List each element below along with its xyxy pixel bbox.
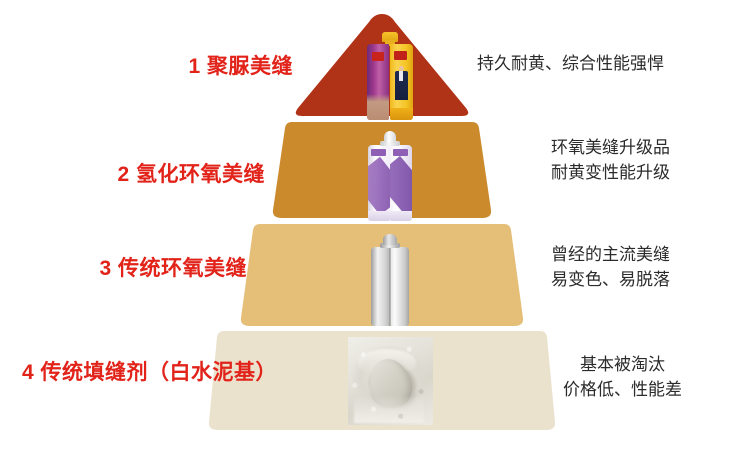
dual-cartridge-hydrogenated-epoxy-icon <box>366 131 414 221</box>
cartridge-nozzle <box>384 131 396 143</box>
cartridge-tube-gold <box>390 44 413 120</box>
dual-cartridge-polyurea-icon <box>360 32 420 120</box>
pyramid-tier-3-label: 3 传统环氧美缝 <box>99 257 247 280</box>
person-head <box>399 66 404 71</box>
pyramid-tier-1-label: 1 聚脲美缝 <box>188 55 293 78</box>
cartridge-tube-left <box>368 145 390 221</box>
cartridge-barrel-right <box>390 247 409 326</box>
pyramid-tier-4-description: 基本被淘汰 价格低、性能差 <box>563 353 682 402</box>
description-line: 基本被淘汰 <box>580 355 665 374</box>
cartridge-foot <box>390 211 412 221</box>
cartridge-swoosh <box>390 155 412 217</box>
pyramid-tier-2-label: 2 氢化环氧美缝 <box>117 163 265 186</box>
cement-powder-icon <box>348 337 433 425</box>
cartridge-band <box>393 149 408 156</box>
description-line: 耐黄变性能升级 <box>551 162 670 182</box>
dual-cartridge-epoxy-icon <box>370 234 410 326</box>
description-line: 易变色、易脱落 <box>551 269 670 289</box>
cartridge-bottom-stripe <box>390 108 413 120</box>
cartridge-tube-purple <box>367 44 389 120</box>
cartridge-collar <box>380 141 400 146</box>
person-body <box>395 71 408 100</box>
cartridge-tube-right <box>390 145 412 221</box>
cartridge-cap <box>382 32 398 42</box>
pyramid-tier-3-description: 曾经的主流美缝 易变色、易脱落 <box>551 243 670 292</box>
description-line: 曾经的主流美缝 <box>551 245 670 264</box>
pyramid-tier-2-description: 环氧美缝升级品 耐黄变性能升级 <box>551 136 670 185</box>
description-line: 价格低、性能差 <box>563 379 682 399</box>
cement-grain-texture <box>348 337 433 425</box>
cartridge-band <box>371 149 386 156</box>
cartridge-neck <box>385 40 395 46</box>
cartridge-badge <box>394 51 407 60</box>
cartridge-badge <box>372 52 384 61</box>
cartridge-foot <box>368 211 390 221</box>
cartridge-seam <box>389 247 391 326</box>
description-line: 环氧美缝升级品 <box>551 138 670 157</box>
description-line: 持久耐黄、综合性能强悍 <box>477 54 664 73</box>
cartridge-swoosh <box>368 156 390 216</box>
cartridge-person-graphic <box>394 66 409 100</box>
cartridge-barrel-left <box>371 247 390 326</box>
cartridge-tip <box>383 234 397 245</box>
pyramid-tier-4-label: 4 传统填缝剂（白水泥基） <box>21 361 277 384</box>
pyramid-tier-1-description: 持久耐黄、综合性能强悍 <box>477 52 664 77</box>
cartridge-ring <box>380 243 400 248</box>
person-shirt <box>399 71 403 81</box>
